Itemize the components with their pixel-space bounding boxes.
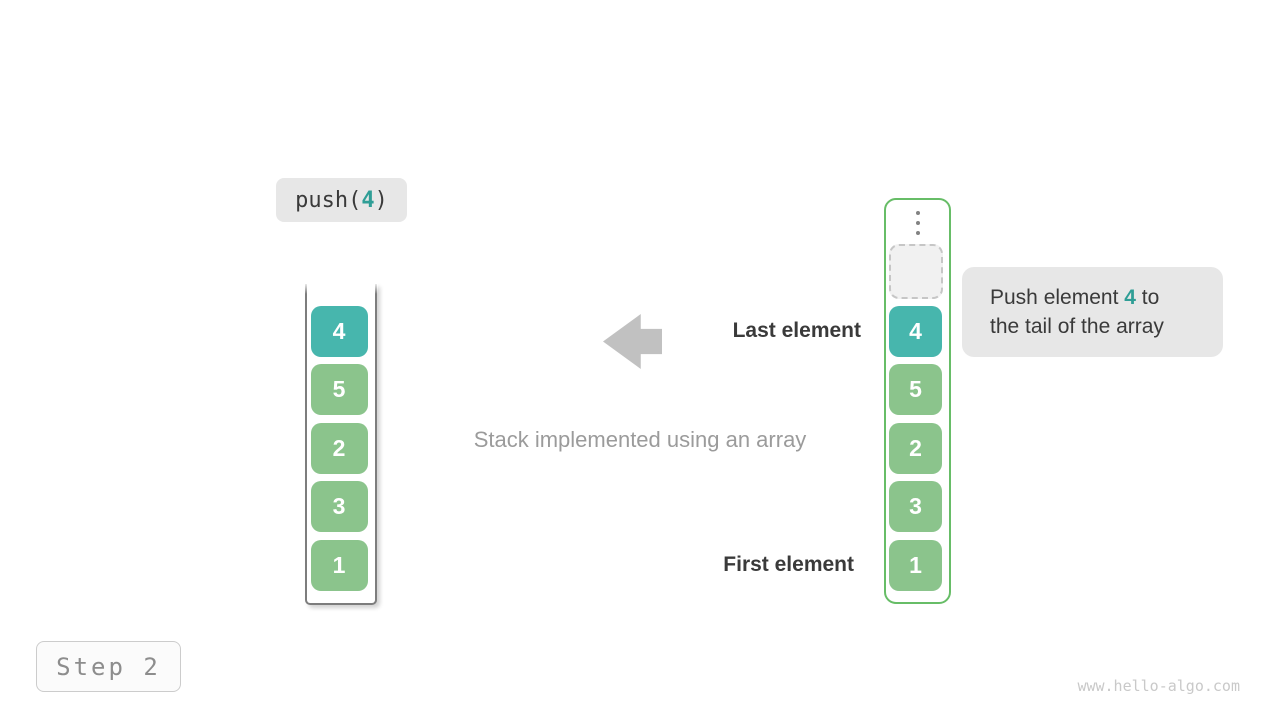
- first-element-label: First element: [723, 553, 854, 576]
- array-cell: 2: [889, 423, 942, 474]
- ellipsis-dot: [915, 211, 920, 215]
- step-badge: Step 2: [36, 641, 181, 692]
- operation-value: 4: [361, 187, 375, 213]
- annotation-callout: Push element 4 to the tail of the array: [962, 267, 1223, 357]
- operation-prefix: push(: [295, 187, 362, 213]
- array-cell: 1: [889, 540, 942, 591]
- ellipsis-icon: [886, 211, 949, 235]
- callout-line-1: Push element 4 to: [990, 283, 1223, 312]
- stack-cell: 5: [310, 364, 368, 415]
- callout-text: to: [1135, 286, 1160, 309]
- arrow-left-icon: [603, 314, 662, 369]
- stack-cell: 2: [310, 423, 368, 474]
- operation-label: push(4): [276, 178, 407, 222]
- callout-line-2: the tail of the array: [990, 315, 1164, 338]
- last-element-label: Last element: [732, 319, 861, 342]
- array-container: 4 5 2 3 1: [884, 198, 951, 604]
- operation-suffix: ): [374, 187, 388, 213]
- array-cell: 5: [889, 364, 942, 415]
- watermark-text: www.hello-algo.com: [1077, 677, 1240, 695]
- empty-slot: [888, 244, 943, 299]
- stack-cell-top: 4: [310, 306, 368, 357]
- array-cell: 3: [889, 481, 942, 532]
- ellipsis-dot: [915, 221, 920, 225]
- stack-cell: 3: [310, 481, 368, 532]
- callout-text: Push element: [990, 286, 1125, 309]
- callout-value: 4: [1124, 286, 1136, 309]
- array-cell-pushed: 4: [889, 306, 942, 357]
- stack-cell: 1: [310, 540, 368, 591]
- ellipsis-dot: [915, 231, 920, 235]
- diagram-caption: Stack implemented using an array: [473, 427, 807, 452]
- stack-container: 4 5 2 3 1: [304, 282, 378, 605]
